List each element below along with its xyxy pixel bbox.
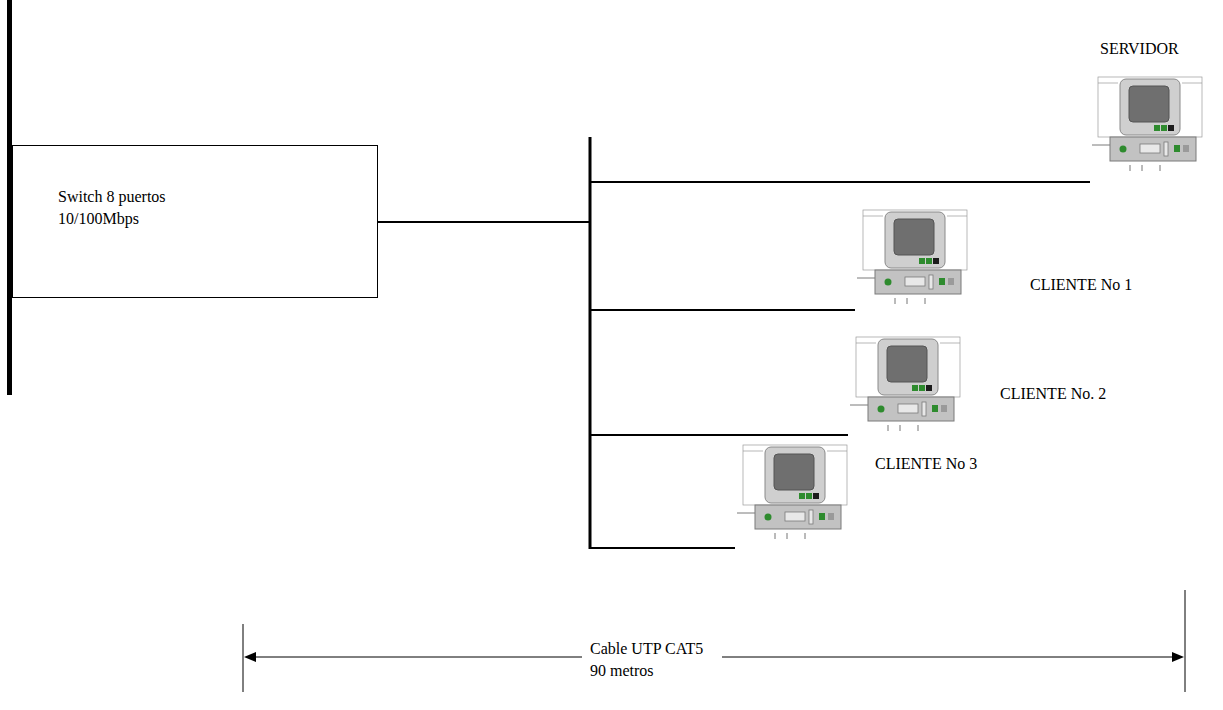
dimension-arrowhead <box>1172 652 1184 662</box>
utp-cable-line <box>378 182 1090 222</box>
utp-cable-line <box>378 222 735 548</box>
utp-cable-line <box>378 222 848 435</box>
computer-icon <box>735 443 855 555</box>
computer-icon <box>1090 75 1210 187</box>
computer-label: CLIENTE No. 2 <box>1000 383 1106 405</box>
switch-label: Switch 8 puertos 10/100Mbps <box>58 186 178 230</box>
computer-node: SERVIDOR <box>1090 75 1210 187</box>
dimension-arrowhead <box>244 652 256 662</box>
dimension-tick <box>1185 590 1186 692</box>
computer-label: CLIENTE No 3 <box>875 453 977 475</box>
dimension-line <box>252 657 582 658</box>
dimension-line <box>722 657 1176 658</box>
switch-box: Switch 8 puertos 10/100Mbps <box>12 145 378 298</box>
computer-node: CLIENTE No 3 <box>735 443 855 555</box>
computer-label: SERVIDOR <box>1100 38 1179 60</box>
utp-cable-line <box>378 222 855 310</box>
computer-label: CLIENTE No 1 <box>1030 274 1132 296</box>
cable-dimension-label: Cable UTP CAT5 90 metros <box>590 638 714 682</box>
computer-node: CLIENTE No 1 <box>855 208 975 320</box>
dimension-tick <box>243 624 244 692</box>
computer-icon <box>848 335 968 447</box>
computer-icon <box>855 208 975 320</box>
computer-node: CLIENTE No. 2 <box>848 335 968 447</box>
